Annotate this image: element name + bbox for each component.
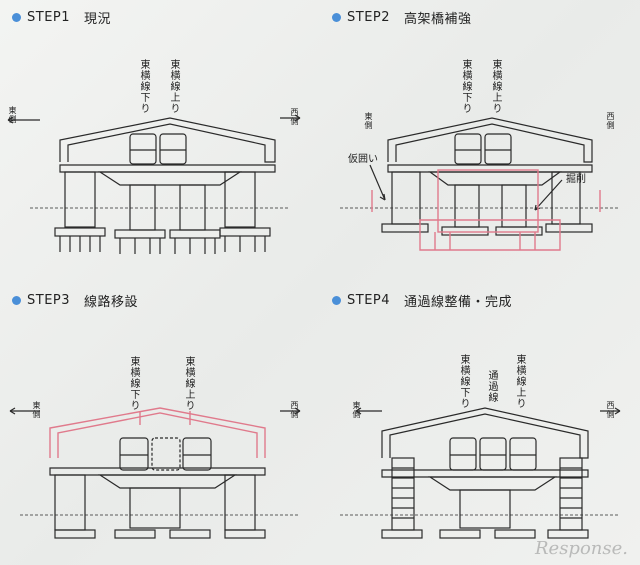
- track-label-down: 東横線下り: [460, 355, 471, 410]
- direction-west: 西側: [290, 108, 299, 126]
- viaduct-section-drawing: [7, 114, 301, 254]
- track-label-down: 東横線下り: [130, 357, 141, 412]
- bullet-dot-icon: [12, 296, 21, 305]
- bullet-dot-icon: [332, 13, 341, 22]
- watermark-logo: Response.: [534, 538, 628, 559]
- direction-east: 東側: [364, 112, 373, 130]
- panel-step2: STEP2 高架橋補強 東横線下り 東横線上り 東側 西側 仮囲い 掘削: [320, 0, 640, 282]
- step-number: STEP2: [347, 10, 391, 25]
- callout-temporary-fence: 仮囲い: [348, 154, 378, 165]
- step-heading: STEP4 通過線整備・完成: [332, 291, 512, 310]
- panel-step1: STEP1 現況 東横線下り 東横線上り 東側 西側: [0, 0, 320, 282]
- direction-west: 西側: [606, 112, 615, 130]
- direction-west: 西側: [290, 401, 299, 419]
- track-label-passing: 通過線: [488, 371, 499, 404]
- viaduct-section-drawing: [340, 117, 620, 251]
- panel-step3: STEP3 線路移設 東横線下り 東横線上り 東側 西側: [0, 283, 320, 565]
- panel-step4: STEP4 通過線整備・完成 東横線下り 通過線 東横線上り 東側 西側: [320, 283, 640, 565]
- step-number: STEP1: [27, 10, 71, 25]
- track-label-down: 東横線下り: [140, 60, 151, 115]
- step-number: STEP4: [347, 293, 391, 308]
- track-label-up: 東横線上り: [492, 60, 503, 115]
- track-label-up: 東横線上り: [185, 357, 196, 412]
- step-number: STEP3: [27, 293, 71, 308]
- bullet-dot-icon: [332, 296, 341, 305]
- track-label-down: 東横線下り: [462, 60, 473, 115]
- direction-east: 東側: [352, 401, 361, 419]
- step-heading: STEP3 線路移設: [12, 291, 138, 310]
- viaduct-section-drawing: [9, 407, 301, 539]
- step-title: 線路移設: [84, 295, 139, 310]
- viaduct-section-drawing: [340, 407, 621, 539]
- direction-west: 西側: [606, 401, 615, 419]
- track-label-up: 東横線上り: [170, 60, 181, 115]
- direction-east: 東側: [32, 401, 41, 419]
- step-heading: STEP2 高架橋補強: [332, 8, 472, 27]
- track-label-up: 東横線上り: [516, 355, 527, 410]
- step-title: 現況: [84, 12, 112, 27]
- step-heading: STEP1 現況: [12, 8, 111, 27]
- callout-excavation: 掘削: [566, 174, 586, 185]
- bullet-dot-icon: [12, 13, 21, 22]
- step-title: 通過線整備・完成: [404, 295, 513, 310]
- step-title: 高架橋補強: [404, 12, 472, 27]
